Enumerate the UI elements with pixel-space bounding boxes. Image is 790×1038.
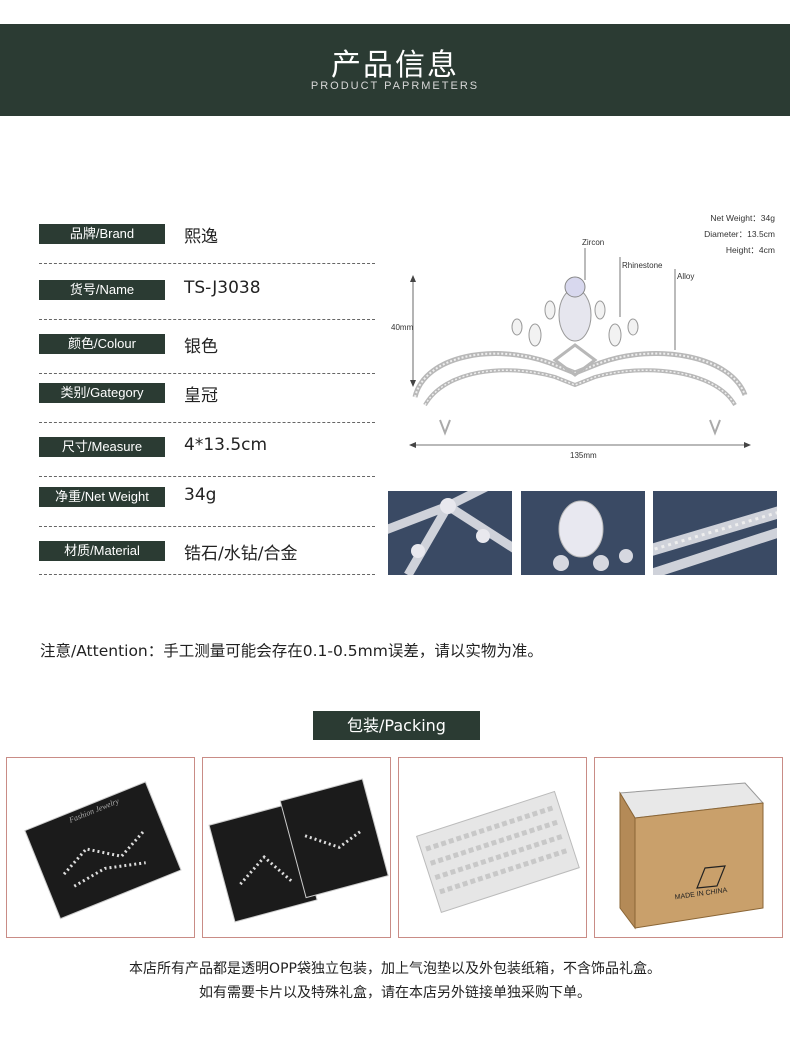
param-value: TS-J3038 (184, 278, 261, 298)
crown-diagram: Net Weight：34g Diameter：13.5cm Height：4c… (385, 205, 785, 465)
label-zircon: Zircon (582, 238, 605, 247)
crown-drawing (409, 248, 751, 448)
param-value: 皇冠 (184, 386, 218, 406)
param-value: 熙逸 (184, 227, 218, 247)
spec-height: Height：4cm (725, 245, 775, 255)
label-rhinestone: Rhinestone (622, 261, 663, 270)
param-value: 34g (184, 485, 217, 505)
packing-photo-bags (202, 757, 391, 938)
closeup-photo-3 (653, 491, 777, 575)
param-row-brand: 品牌/Brand 熙逸 (39, 224, 375, 264)
label-height-dim: 40mm (391, 323, 414, 332)
packing-photo-box: MADE IN CHINA (594, 757, 783, 938)
packing-photo-card: Fashion Jewelry (6, 757, 195, 938)
param-label: 货号/Name (39, 280, 165, 300)
label-alloy: Alloy (677, 272, 695, 281)
spec-diameter: Diameter：13.5cm (704, 229, 775, 239)
param-value: 4*13.5cm (184, 435, 268, 455)
param-label: 净重/Net Weight (39, 487, 165, 507)
param-row-material: 材质/Material 锆石/水钻/合金 (39, 541, 375, 575)
param-label: 尺寸/Measure (39, 437, 165, 457)
page-title: 产品信息 (331, 48, 459, 83)
packing-photo-bubble-wrap (398, 757, 587, 938)
param-row-category: 类别/Gategory 皇冠 (39, 383, 375, 423)
param-row-weight: 净重/Net Weight 34g (39, 485, 375, 527)
param-row-colour: 颜色/Colour 银色 (39, 334, 375, 374)
param-value: 锆石/水钻/合金 (184, 544, 298, 564)
param-label: 材质/Material (39, 541, 165, 561)
param-label: 类别/Gategory (39, 383, 165, 403)
param-value: 银色 (184, 337, 218, 357)
param-row-measure: 尺寸/Measure 4*13.5cm (39, 435, 375, 477)
footer-note-line-1: 本店所有产品都是透明OPP袋独立包装，加上气泡垫以及外包装纸箱，不含饰品礼盒。 (129, 961, 661, 977)
closeup-photo-2 (521, 491, 645, 575)
param-row-name: 货号/Name TS-J3038 (39, 278, 375, 320)
page-subtitle: PRODUCT PAPRMETERS (310, 80, 480, 92)
param-label: 颜色/Colour (39, 334, 165, 354)
label-width-dim: 135mm (570, 451, 597, 460)
footer-note-line-2: 如有需要卡片以及特殊礼盒，请在本店另外链接单独采购下单。 (199, 985, 591, 1001)
header-banner: 产品信息 PRODUCT PAPRMETERS (0, 24, 790, 116)
attention-note: 注意/Attention：手工测量可能会存在0.1-0.5mm误差，请以实物为准… (40, 642, 543, 660)
closeup-photo-1 (388, 491, 512, 575)
param-label: 品牌/Brand (39, 224, 165, 244)
packing-title: 包装/Packing (313, 711, 480, 740)
spec-net-weight: Net Weight：34g (710, 213, 775, 223)
